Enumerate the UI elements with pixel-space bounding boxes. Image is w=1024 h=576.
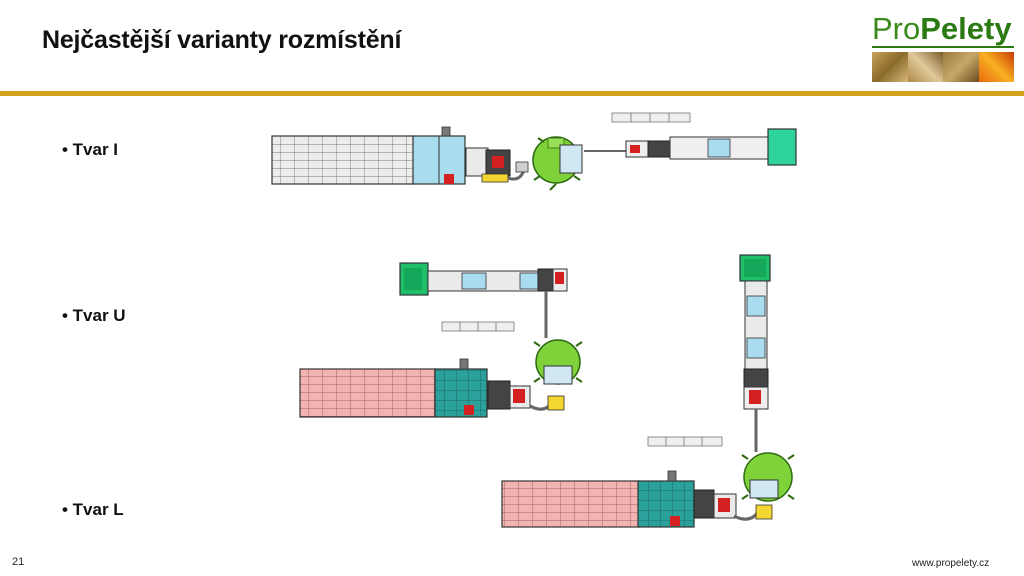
press-hopper-u	[543, 365, 573, 385]
chimney-l	[667, 470, 677, 482]
press-hopper-i	[559, 144, 583, 174]
silo-i	[767, 128, 797, 166]
motor-yellow-l	[755, 504, 773, 520]
platform-i	[611, 112, 691, 123]
press-hopper-l	[749, 479, 779, 499]
feed-pipe-l	[733, 511, 760, 521]
chimney-u	[459, 358, 469, 370]
bullet-tvar-u: • Tvar U	[62, 306, 126, 325]
sorter-i	[647, 140, 671, 158]
dryer-module-u	[434, 368, 488, 418]
bullet-tvar-i: • Tvar I	[62, 140, 119, 159]
sorter-u	[537, 268, 555, 292]
propelety-logo: ProPelety	[870, 12, 1016, 84]
layout-tvar-l	[501, 254, 795, 528]
dryer-belt-u	[299, 368, 437, 418]
motor-yellow-i	[481, 173, 509, 183]
motor-yellow-u	[547, 395, 565, 411]
burner-red-i	[444, 174, 454, 184]
burner-red-l	[670, 516, 680, 526]
layout-tvar-u	[299, 262, 583, 418]
bullet-tvar-l: • Tvar L	[62, 500, 124, 519]
layout-tvar-i	[271, 112, 797, 191]
logo-underline	[872, 46, 1014, 48]
chimney-i	[441, 126, 451, 137]
logo-wordmark: ProPelety	[872, 11, 1012, 46]
page-title: Nejčastější varianty rozmístění	[42, 26, 402, 54]
dryer-module-l	[637, 480, 695, 528]
platform-l	[647, 436, 723, 447]
grinder-l	[693, 489, 715, 519]
sorter-l	[743, 368, 769, 388]
dryer-belt-i	[271, 135, 415, 185]
logo-photo-strip	[872, 52, 1014, 82]
dryer-belt-l	[501, 480, 641, 528]
burner-red-u	[464, 405, 474, 415]
grinder-u	[487, 380, 511, 410]
page-number: 21	[12, 556, 25, 568]
header-divider	[0, 91, 1024, 96]
website-url: www.propelety.cz	[912, 558, 990, 569]
crusher-i	[465, 147, 489, 177]
